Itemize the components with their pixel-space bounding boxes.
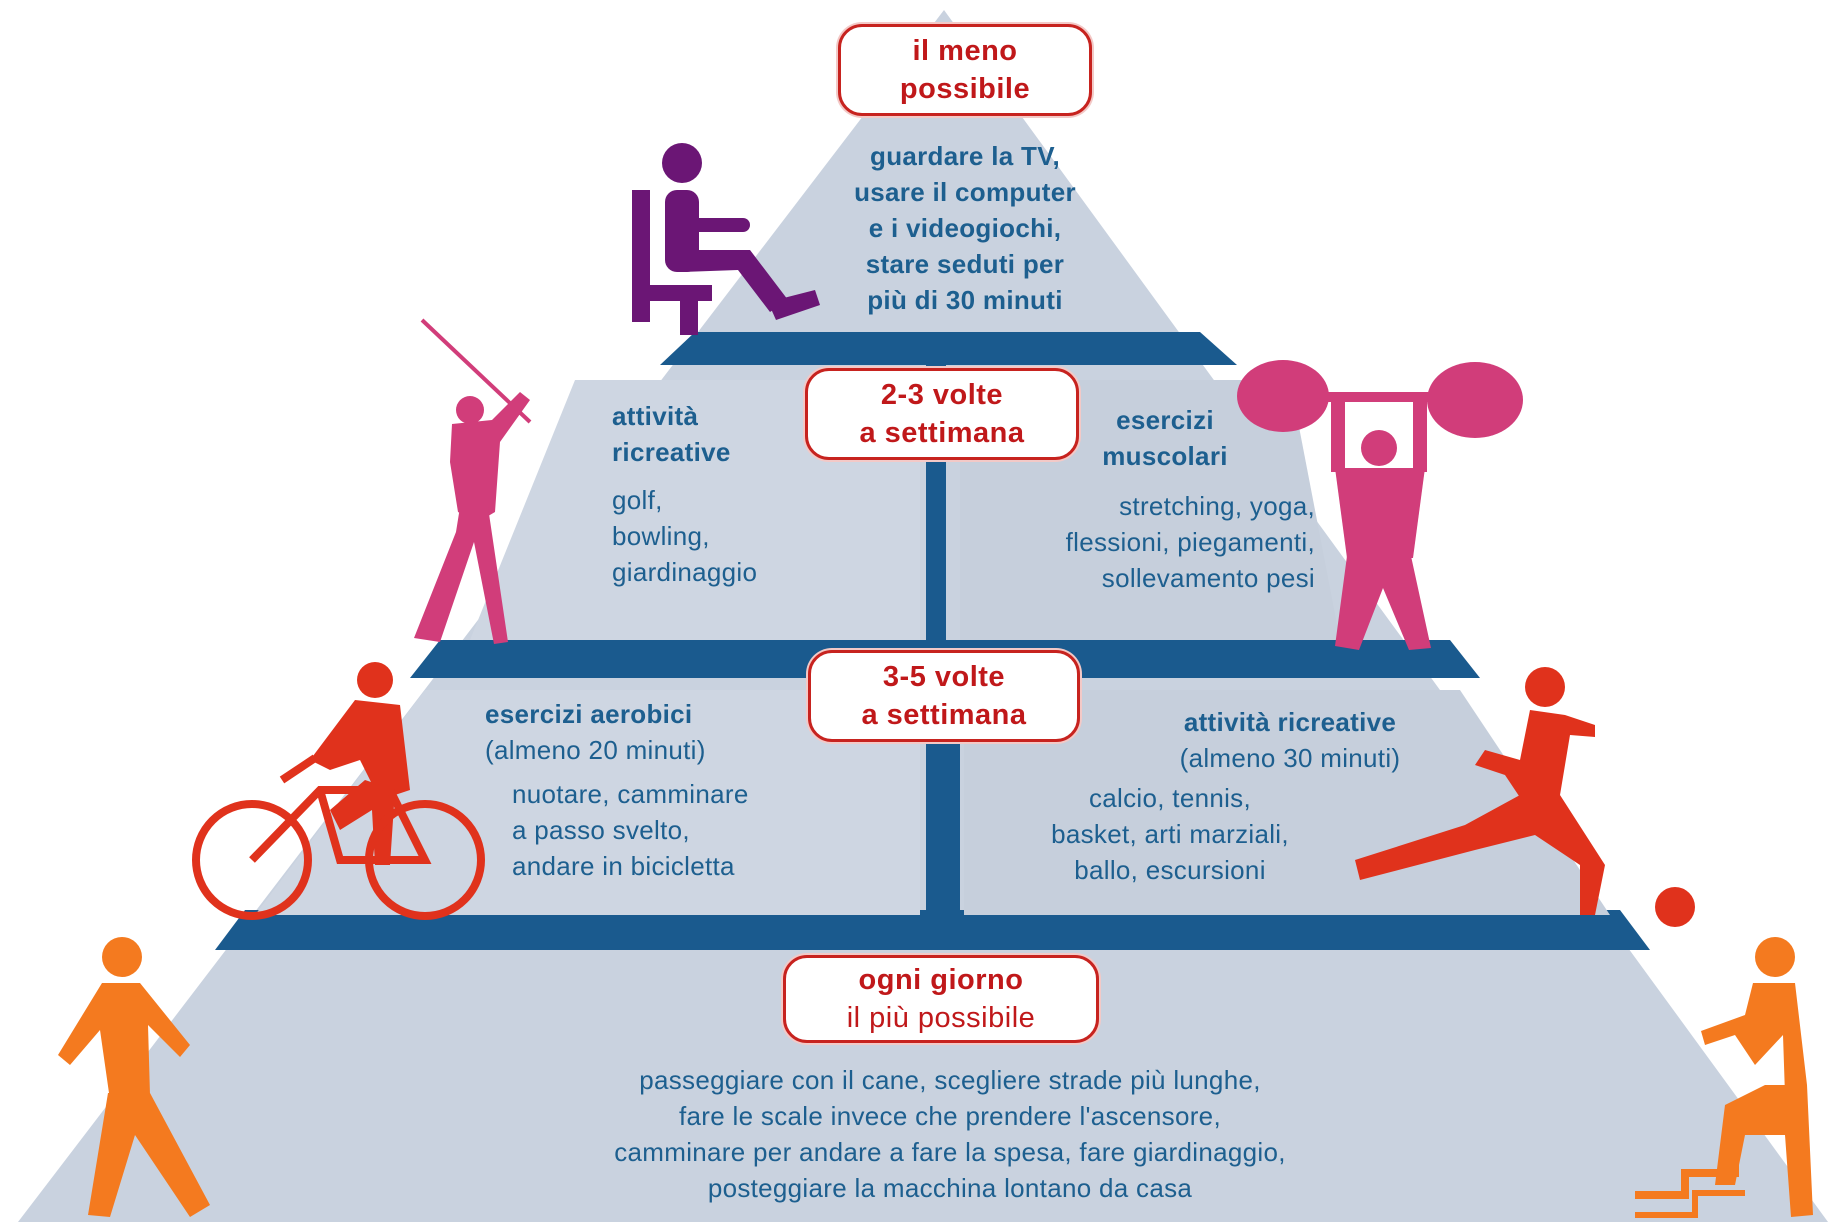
tier-third-label-line-1: 3-5 volte bbox=[882, 661, 1006, 693]
tier-second-right-title: esercizi muscolari bbox=[1070, 402, 1260, 474]
tier-base-text-line: passeggiare con il cane, scegliere strad… bbox=[639, 1065, 1261, 1095]
tier-top-text-line: guardare la TV, bbox=[870, 141, 1060, 171]
tier-third-left-title: esercizi aerobici (almeno 20 minuti) bbox=[485, 696, 706, 768]
band-1 bbox=[660, 332, 1237, 365]
tier-third-right-subtitle: (almeno 30 minuti) bbox=[1179, 743, 1401, 773]
tier-top-text-line: più di 30 minuti bbox=[867, 285, 1063, 315]
tier-third-right-title-line: attività ricreative bbox=[1183, 707, 1397, 737]
tier-top-label-line-2: possibile bbox=[899, 73, 1031, 105]
tier-base-text: passeggiare con il cane, scegliere strad… bbox=[430, 1062, 1470, 1206]
tier-second-right-item: sollevamento pesi bbox=[1101, 563, 1315, 593]
tier-second-right-title-line: esercizi bbox=[1116, 405, 1214, 435]
tier-third-left-items: nuotare, camminare a passo svelto, andar… bbox=[512, 776, 749, 884]
stair-climber-icon bbox=[1635, 937, 1813, 1218]
golfer-icon bbox=[414, 318, 532, 644]
sitting-person-icon bbox=[632, 143, 820, 335]
tier-second-right-items: stretching, yoga, flessioni, piegamenti,… bbox=[965, 488, 1315, 596]
tier-top-text: guardare la TV, usare il computer e i vi… bbox=[820, 138, 1110, 318]
tier-third-left-item: andare in bicicletta bbox=[512, 851, 735, 881]
tier-second-left-title-line: ricreative bbox=[612, 437, 731, 467]
tier-second-right-item: stretching, yoga, bbox=[1119, 491, 1315, 521]
tier-third-left-item: a passo svelto, bbox=[512, 815, 690, 845]
tier-base-label: ogni giorno il più possibile bbox=[783, 955, 1099, 1043]
tier-base-text-line: posteggiare la macchina lontano da casa bbox=[707, 1173, 1193, 1203]
tier-third-right-item: basket, arti marziali, bbox=[1051, 819, 1289, 849]
tier-third-right-item: calcio, tennis, bbox=[1088, 783, 1252, 813]
tier-second-left-item: giardinaggio bbox=[612, 557, 758, 587]
tier-top-label: il meno possibile bbox=[838, 24, 1092, 116]
weightlifter-icon bbox=[1237, 360, 1523, 650]
tier-second-left-item: bowling, bbox=[612, 521, 710, 551]
tier-third-right-items: calcio, tennis, basket, arti marziali, b… bbox=[1000, 780, 1340, 888]
tier-base-label-line-1: ogni giorno bbox=[858, 964, 1024, 996]
tier-second-label: 2-3 volte a settimana bbox=[805, 368, 1079, 460]
tier-top-label-line-1: il meno bbox=[912, 35, 1018, 67]
tier-top-text-line: e i videogiochi, bbox=[868, 213, 1062, 243]
tier-second-left-items: golf, bowling, giardinaggio bbox=[612, 482, 757, 590]
tier-second-left-title: attività ricreative bbox=[612, 398, 731, 470]
panel-shade-right-2 bbox=[964, 690, 1610, 915]
tier-third-label: 3-5 volte a settimana bbox=[808, 650, 1080, 742]
soccer-player-icon bbox=[1355, 667, 1695, 927]
walking-person-icon bbox=[58, 937, 210, 1217]
tier-second-right-title-line: muscolari bbox=[1102, 441, 1228, 471]
tier-top-text-line: stare seduti per bbox=[865, 249, 1065, 279]
tier-second-label-line-2: a settimana bbox=[859, 417, 1025, 449]
tier-base-text-line: camminare per andare a fare la spesa, fa… bbox=[614, 1137, 1286, 1167]
tier-third-label-line-2: a settimana bbox=[861, 699, 1027, 731]
band-3 bbox=[215, 910, 1650, 950]
tier-base-text-line: fare le scale invece che prendere l'asce… bbox=[679, 1101, 1221, 1131]
tier-second-label-line-1: 2-3 volte bbox=[880, 379, 1004, 411]
tier-third-left-title-line: esercizi aerobici bbox=[485, 699, 693, 729]
tier-second-right-item: flessioni, piegamenti, bbox=[1065, 527, 1315, 557]
tier-second-left-item: golf, bbox=[612, 485, 663, 515]
tier-top-text-line: usare il computer bbox=[854, 177, 1076, 207]
tier-base-label-line-2: il più possibile bbox=[846, 1002, 1036, 1034]
tier-second-left-title-line: attività bbox=[612, 401, 699, 431]
tier-third-left-item: nuotare, camminare bbox=[512, 779, 749, 809]
cyclist-icon bbox=[192, 662, 485, 920]
tier-third-left-subtitle: (almeno 20 minuti) bbox=[485, 735, 706, 765]
tier-third-right-item: ballo, escursioni bbox=[1074, 855, 1266, 885]
tier-third-right-title: attività ricreative (almeno 30 minuti) bbox=[1120, 704, 1460, 776]
